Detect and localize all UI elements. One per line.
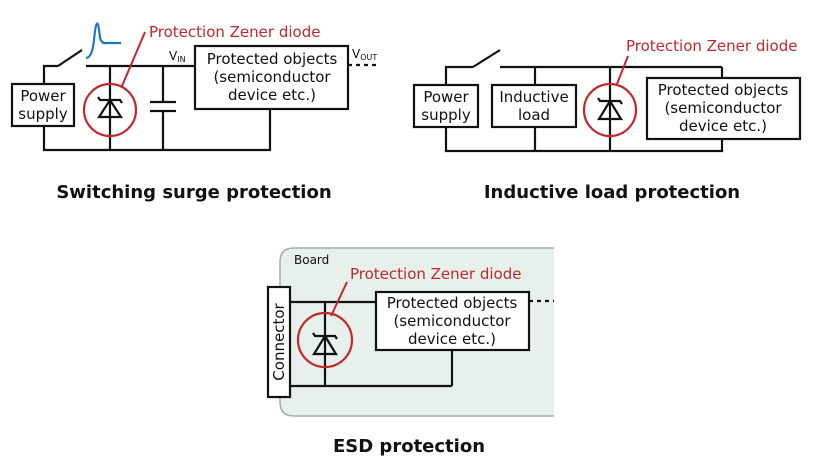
ground-rail [42, 126, 272, 152]
protected-objects-line-1: Protected objects [387, 294, 518, 312]
esd-diagram: Board Connector Protection Zener diode P… [266, 247, 554, 457]
zener-diode-icon [312, 332, 338, 356]
switch-icon [57, 49, 83, 67]
inductive-load-box [490, 83, 578, 129]
zener-label: Protection Zener diode [350, 265, 521, 283]
switch-icon [472, 49, 501, 68]
protected-objects-line-2: (semiconductor [664, 99, 782, 117]
zener-label: Protection Zener diode [149, 23, 320, 41]
power-supply-box [10, 82, 76, 128]
inductive-load-diagram: Power supply Inductive load Protection Z… [412, 37, 802, 203]
zener-callout-line [330, 281, 348, 317]
power-supply-label-1: Power [423, 88, 469, 106]
ground-rail [444, 127, 724, 153]
zener-callout-line [616, 55, 629, 85]
protected-objects-line-2: (semiconductor [393, 312, 511, 330]
protected-objects-line-2: (semiconductor [213, 68, 331, 86]
protected-objects-line-1: Protected objects [658, 81, 789, 99]
caption-switching-surge: Switching surge protection [56, 182, 331, 203]
power-supply-label-2: supply [18, 105, 68, 123]
zener-highlight-ring [82, 82, 138, 138]
zener-highlight-ring [582, 82, 638, 138]
vout-label: VOUT [352, 47, 377, 62]
supply-top-wire [42, 64, 58, 84]
protected-objects-line-3: device etc.) [408, 330, 496, 348]
supply-top-wire [444, 65, 473, 84]
zener-diode-icon [96, 96, 124, 119]
zener-diode-icon [597, 97, 623, 121]
power-supply-label-1: Power [20, 87, 66, 105]
capacitor-icon [150, 66, 176, 150]
protected-objects-line-3: device etc.) [679, 117, 767, 135]
protected-objects-box [645, 76, 802, 141]
connector-box [266, 285, 292, 399]
protected-objects-line-3: device etc.) [228, 86, 316, 104]
power-supply-box [412, 83, 480, 129]
vin-label: VIN [169, 49, 186, 64]
caption-esd: ESD protection [333, 436, 485, 457]
inductive-load-label-2: load [518, 106, 550, 124]
switching-surge-diagram: Power supply Protection Zener diode VIN … [10, 22, 378, 203]
surge-waveform-icon [85, 22, 121, 60]
protected-objects-line-1: Protected objects [207, 50, 338, 68]
protected-objects-box [374, 290, 531, 352]
protected-objects-box [193, 44, 350, 111]
connector-label: Connector [270, 302, 288, 380]
zener-label: Protection Zener diode [626, 37, 797, 55]
caption-inductive-load: Inductive load protection [484, 182, 740, 203]
zener-callout-line [121, 31, 146, 87]
zener-highlight-ring [296, 311, 354, 369]
inductive-load-label-1: Inductive [499, 88, 568, 106]
power-supply-label-2: supply [421, 106, 471, 124]
board-label: Board [294, 253, 329, 267]
